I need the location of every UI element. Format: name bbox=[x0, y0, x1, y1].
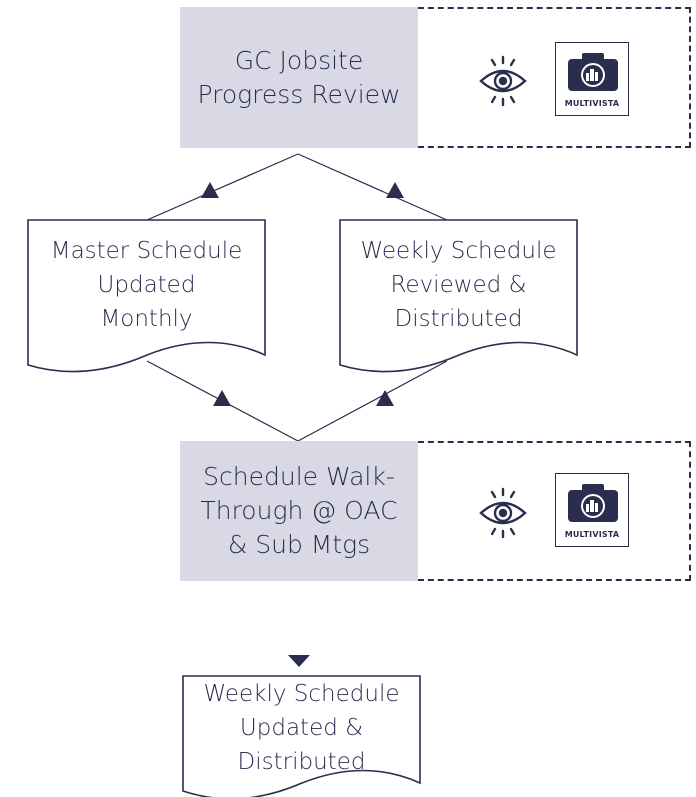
tools-frame-bottom bbox=[418, 441, 691, 581]
multivista-label: MULTIVISTA bbox=[564, 99, 620, 108]
arrow-down bbox=[288, 655, 310, 667]
camera-icon bbox=[568, 484, 618, 522]
multivista-logo: MULTIVISTA bbox=[555, 473, 629, 547]
tools-frame-top bbox=[418, 7, 691, 148]
multivista-label: MULTIVISTA bbox=[564, 530, 620, 539]
gc-jobsite-progress-review: GC Jobsite Progress Review bbox=[180, 7, 418, 148]
arrow-up-lower-right bbox=[376, 390, 394, 406]
weekly-updated-doc-shape bbox=[182, 675, 421, 797]
arrow-up-right bbox=[386, 182, 404, 198]
schedule-walkthrough: Schedule Walk- Through @ OAC & Sub Mtgs bbox=[180, 441, 418, 581]
eye-icon bbox=[479, 55, 527, 107]
multivista-logo: MULTIVISTA bbox=[555, 42, 629, 116]
weekly-schedule-reviewed-distributed: Weekly Schedule Reviewed & Distributed bbox=[360, 238, 557, 332]
camera-icon bbox=[568, 53, 618, 91]
master-schedule-updated-monthly: Master Schedule Updated Monthly bbox=[50, 238, 243, 332]
weekly-schedule-updated-distributed: Weekly Schedule Updated & Distributed bbox=[203, 681, 400, 775]
connector-line bbox=[297, 153, 448, 221]
eye-icon bbox=[479, 487, 527, 539]
connector-line bbox=[146, 153, 299, 221]
arrow-up-left bbox=[201, 182, 219, 198]
arrow-up-lower-left bbox=[213, 390, 231, 406]
master-schedule-doc-shape bbox=[27, 219, 266, 373]
weekly-reviewed-doc-shape bbox=[339, 219, 578, 373]
connector-line bbox=[297, 360, 448, 442]
